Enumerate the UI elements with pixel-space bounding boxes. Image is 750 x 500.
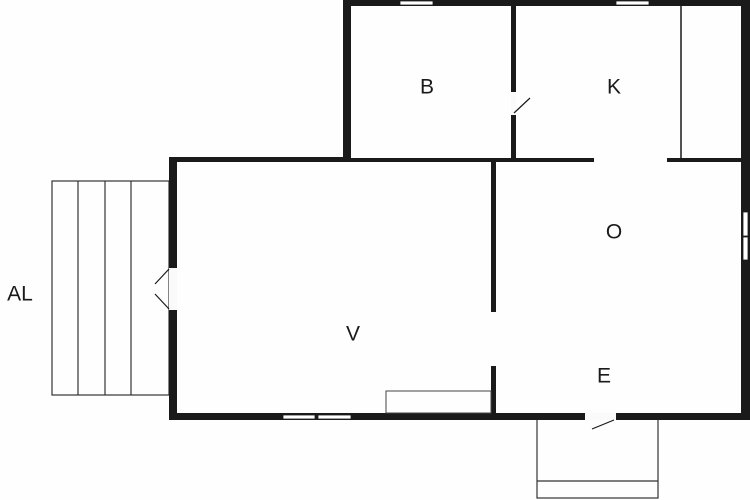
- room-label-v: V: [345, 322, 361, 346]
- room-label-e: E: [596, 364, 612, 388]
- room-label-k: K: [606, 75, 622, 99]
- counter: [385, 390, 492, 414]
- inner-walls: [351, 6, 741, 414]
- room-label-o: O: [605, 220, 623, 244]
- windows: [282, 0, 749, 420]
- doors: [154, 92, 616, 430]
- room-label-b: B: [419, 75, 435, 99]
- room-label-al: AL: [7, 282, 33, 306]
